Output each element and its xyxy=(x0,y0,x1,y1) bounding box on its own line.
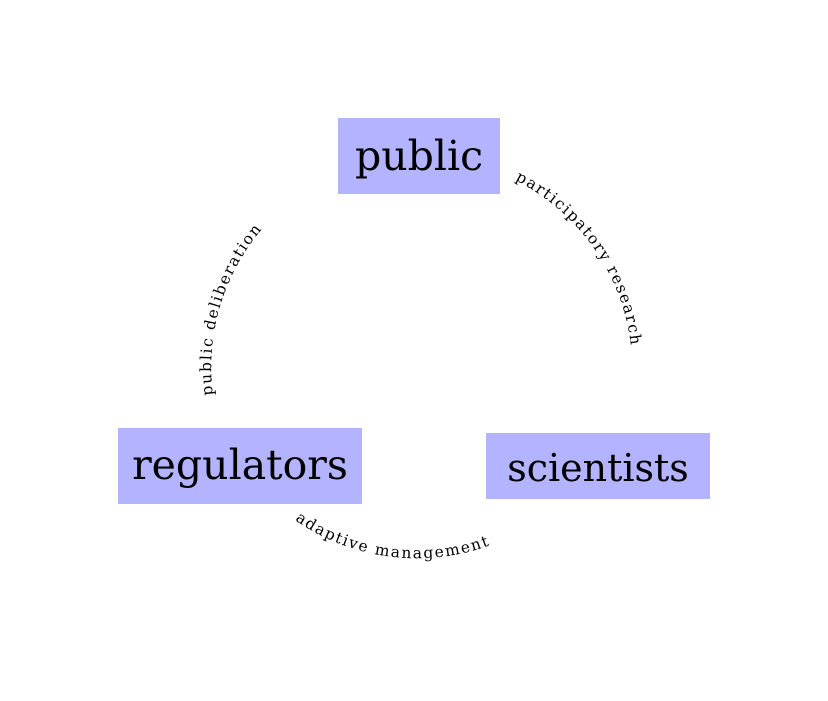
edge-text-public-deliberation: public deliberation xyxy=(197,219,264,396)
edge-label-adaptive-management: adaptive management xyxy=(293,508,493,562)
node-regulators: regulators xyxy=(118,428,362,504)
edge-label-public-deliberation: public deliberation xyxy=(197,219,266,396)
node-public-box xyxy=(338,118,500,194)
edge-label-participatory-research: participatory research xyxy=(513,168,645,348)
node-public: public xyxy=(338,118,500,194)
node-regulators-label: regulators xyxy=(132,441,348,489)
edge-text-adaptive-management: adaptive management xyxy=(293,508,491,562)
node-regulators-box xyxy=(118,428,362,504)
node-scientists-label: scientists xyxy=(507,446,689,490)
node-public-label: public xyxy=(355,132,483,180)
node-scientists-box xyxy=(486,433,710,499)
edge-text-participatory-research: participatory research xyxy=(513,168,643,348)
node-scientists: scientists xyxy=(486,433,710,499)
